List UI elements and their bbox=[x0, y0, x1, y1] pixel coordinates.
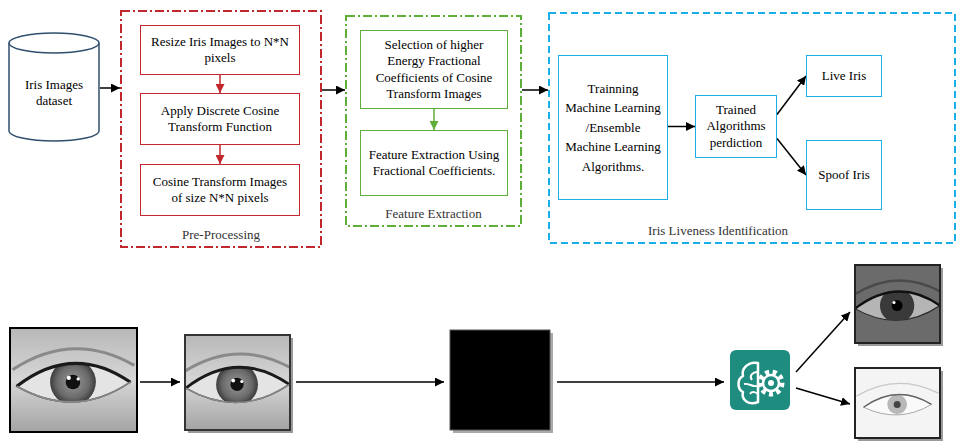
process-box: Resize Iris Images to N*N pixels bbox=[140, 25, 300, 75]
flow-arrow bbox=[777, 76, 806, 115]
photo-frame bbox=[855, 265, 940, 343]
spoof-iris-photo bbox=[854, 368, 942, 438]
photo-frame bbox=[185, 335, 290, 430]
box-label: Apply Discrete Cosine Transform Function bbox=[147, 103, 293, 136]
photo-frame bbox=[855, 368, 940, 438]
stage-label: Pre-Processing bbox=[182, 227, 260, 243]
flow-arrow bbox=[219, 75, 221, 93]
stage-label: Feature Extraction bbox=[385, 206, 481, 222]
icon-ground bbox=[730, 350, 790, 410]
result-box: Spoof Iris bbox=[806, 140, 882, 210]
flow-arrow bbox=[322, 89, 345, 91]
flow-arrow bbox=[522, 89, 548, 91]
box-label: Resize Iris Images to N*N pixels bbox=[147, 34, 293, 67]
flow-arrow bbox=[140, 381, 180, 383]
box-label: Trained Algorithms perdiction bbox=[702, 102, 770, 151]
box-label: Feature Extraction Using Fractional Coef… bbox=[367, 147, 501, 180]
box-label: Spoof Iris bbox=[818, 167, 870, 183]
region-border bbox=[549, 13, 955, 243]
stage-region: Selection of higher Energy Fractional Co… bbox=[345, 15, 522, 227]
box-label: Cosine Transform Images of size N*N pixe… bbox=[147, 174, 293, 207]
box-label: Iris Images dataset bbox=[16, 77, 92, 110]
result-box: Live Iris bbox=[806, 55, 882, 97]
gear-teeth bbox=[760, 372, 782, 394]
flow-arrow bbox=[557, 381, 724, 383]
brain-folds bbox=[744, 372, 758, 394]
dataset-cylinder: Iris Images dataset bbox=[8, 32, 100, 142]
iris-photo bbox=[9, 328, 139, 432]
flow-arrow bbox=[100, 87, 120, 89]
process-box: Feature Extraction Using Fractional Coef… bbox=[360, 130, 508, 196]
flow-arrow bbox=[433, 109, 435, 130]
resized-iris-photo bbox=[178, 335, 297, 430]
gear-hub bbox=[768, 380, 774, 386]
flow-arrow bbox=[219, 145, 221, 164]
flow-arrow bbox=[668, 126, 695, 128]
process-box: Apply Discrete Cosine Transform Function bbox=[140, 93, 300, 145]
ml-icon bbox=[730, 350, 790, 410]
flow-arrow bbox=[296, 381, 444, 383]
box-label: Selection of higher Energy Fractional Co… bbox=[367, 37, 501, 102]
gear-ring bbox=[763, 375, 779, 391]
process-box: Trained Algorithms perdiction bbox=[695, 95, 777, 158]
cylinder-body bbox=[9, 43, 99, 141]
live-iris-photo bbox=[849, 265, 947, 343]
box-label: Trainning Machine Learning /Ensemble Mac… bbox=[565, 79, 661, 177]
flow-arrow bbox=[777, 139, 806, 176]
process-box: Selection of higher Energy Fractional Co… bbox=[360, 30, 508, 109]
stage-label: Iris Liveness Identification bbox=[648, 223, 788, 239]
process-box: Cosine Transform Images of size N*N pixe… bbox=[140, 164, 300, 216]
flow-arrow bbox=[796, 312, 850, 372]
brain-outline bbox=[739, 363, 759, 404]
region-border bbox=[346, 16, 521, 226]
stage-region: Trainning Machine Learning /Ensemble Mac… bbox=[548, 12, 956, 244]
cosine-transform-image bbox=[450, 330, 550, 430]
photo-frame bbox=[10, 328, 137, 432]
process-box: Trainning Machine Learning /Ensemble Mac… bbox=[558, 55, 668, 200]
box-label: Live Iris bbox=[822, 68, 866, 84]
flow-arrow bbox=[796, 388, 850, 404]
flow-arrows bbox=[140, 312, 850, 404]
region-border bbox=[121, 11, 321, 247]
stage-region: Resize Iris Images to N*N pixelsApply Di… bbox=[120, 10, 322, 248]
cylinder-top bbox=[9, 33, 99, 53]
